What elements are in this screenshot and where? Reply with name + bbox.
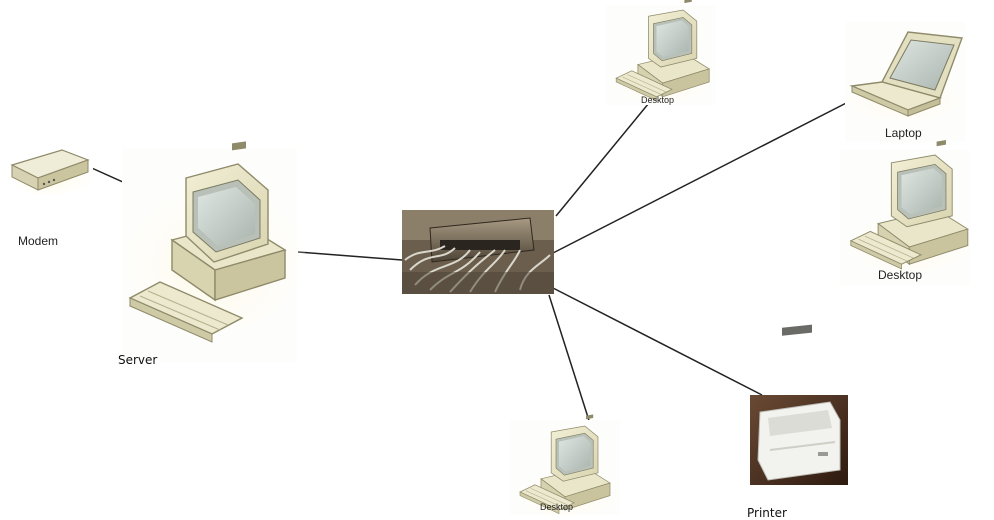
link-switch-laptop xyxy=(552,96,859,254)
network-switch xyxy=(402,210,554,294)
desktop-right-label: Desktop xyxy=(878,268,923,282)
modem-device xyxy=(5,130,95,255)
desktop-top-label: Desktop xyxy=(641,95,675,105)
desktop-bottom-device xyxy=(510,414,620,517)
laptop-icon xyxy=(845,31,965,120)
server-label: Server xyxy=(118,353,158,367)
desktop-right-device xyxy=(840,139,973,285)
laptop-label: Laptop xyxy=(885,126,922,140)
server-device xyxy=(122,141,305,362)
desktop-bottom-label: Desktop xyxy=(540,502,574,512)
link-switch-printer xyxy=(552,287,763,396)
network-switch-photo xyxy=(402,210,554,294)
printer-label: Printer xyxy=(747,506,787,520)
desktop-top-device xyxy=(606,0,716,105)
printer-photo xyxy=(750,324,848,485)
laptop-device xyxy=(845,22,965,142)
modem-label: Modem xyxy=(18,234,59,248)
modem-icon xyxy=(5,149,95,195)
connection-lines xyxy=(84,74,859,456)
desktop-computer-icon xyxy=(125,141,305,343)
printer-device xyxy=(750,324,848,485)
link-server-switch xyxy=(297,251,403,261)
